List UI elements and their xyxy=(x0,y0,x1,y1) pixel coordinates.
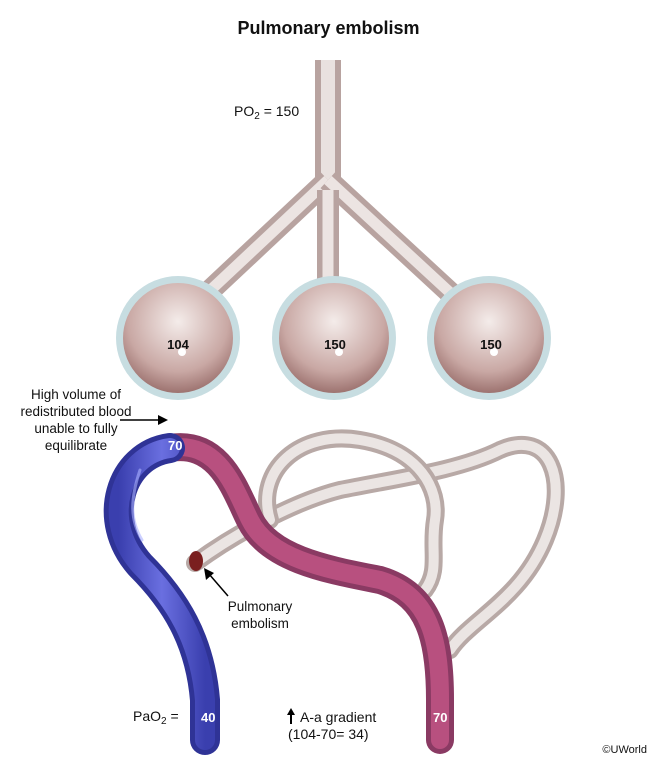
aa-gradient-line2: (104-70= 34) xyxy=(288,726,369,742)
capillary-network xyxy=(186,429,565,659)
arterial-vessel xyxy=(156,433,454,754)
alveolus-middle-value: 150 xyxy=(324,337,346,352)
arrow-embolism xyxy=(204,568,229,597)
alveolus-middle xyxy=(272,276,396,400)
alveolus-right-value: 150 xyxy=(480,337,502,352)
copyright: ©UWorld xyxy=(602,744,647,756)
high-volume-note: High volume of redistributed blood unabl… xyxy=(20,387,132,453)
pao2-label: PaO2 = xyxy=(133,708,179,727)
venous-value: 40 xyxy=(201,710,216,725)
airway xyxy=(192,60,466,309)
aa-gradient-label: A-a gradient (104-70= 34) xyxy=(288,709,376,743)
alveolus-left xyxy=(116,276,240,400)
airway-po2-label: PO2 = 150 xyxy=(234,103,300,122)
aa-gradient-line1: A-a gradient xyxy=(300,709,377,725)
embolus xyxy=(189,551,203,571)
venous-vessel xyxy=(103,433,220,755)
arterial-value: 70 xyxy=(433,710,448,725)
diagram-title: Pulmonary embolism xyxy=(237,18,420,38)
top-vessel-value: 70 xyxy=(168,438,183,453)
embolism-label: Pulmonary embolism xyxy=(227,599,293,631)
arrow-high-volume xyxy=(120,415,168,425)
alveolus-right xyxy=(427,276,551,400)
up-arrow-icon xyxy=(287,708,295,724)
alveolus-left-value: 104 xyxy=(167,337,189,352)
